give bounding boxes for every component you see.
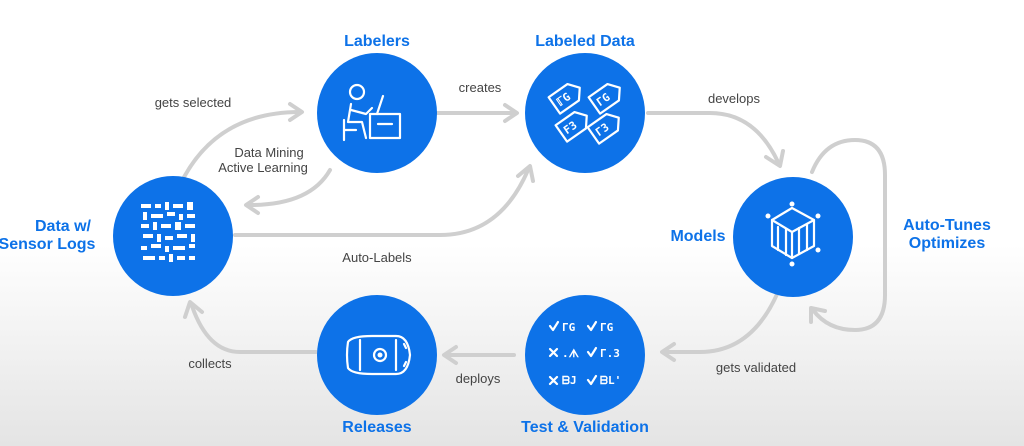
node-title-models: Models [670,228,725,245]
arrows [178,102,887,365]
arrowhead-develops [764,149,785,168]
arrowhead-deploys [442,345,458,365]
node-title-labelers: Labelers [344,33,410,50]
node-circle [525,53,645,173]
node-test-validation[interactable]: ΓG ΓG .ᗑ Γ.3 ᗷJ ᗷL' [525,295,645,415]
edge-label-deploys: deploys [456,371,501,386]
edge-label-auto-labels: Auto-Labels [342,250,412,265]
svg-text:ΓG: ΓG [600,321,614,334]
auto-tunes-label-line1: Auto-Tunes [903,217,991,234]
arrow-auto-labels [233,168,530,237]
edge-label-data-mining-line1: Data Mining [234,145,303,160]
node-labelers[interactable] [317,53,437,173]
arrow-collects [190,304,318,354]
svg-text:ᗷJ: ᗷJ [562,374,577,387]
svg-text:.ᗑ: .ᗑ [562,347,580,360]
arrowhead-collects [183,300,204,319]
edge-label-gets-selected: gets selected [155,95,232,110]
data-grid-icon [141,202,195,262]
auto-tunes-label-line2: Optimizes [909,235,986,252]
node-labeled-data[interactable]: ℾG ΓG F3 Γ3 [525,53,645,173]
cube-icon [765,201,821,267]
edge-label-data-mining-line2: Active Learning [218,160,308,175]
arrow-gets-selected [178,110,302,187]
person-at-desk-icon [342,83,402,142]
svg-text:ᗷL': ᗷL' [600,374,621,387]
edge-label-collects: collects [188,356,232,371]
arrowhead-creates [503,103,519,123]
node-circle [525,295,645,415]
arrow-develops [646,111,780,164]
arrowhead-gets-selected [288,102,304,122]
svg-text:ΓG: ΓG [562,321,576,334]
svg-text:Γ3: Γ3 [593,121,611,139]
edge-label-creates: creates [459,80,502,95]
arrow-auto-tunes-loop [810,137,887,333]
edge-label-gets-validated: gets validated [716,360,796,375]
arrowhead-auto-labels [516,164,535,183]
node-title-test-validation: Test & Validation [521,419,649,436]
node-circle [317,295,437,415]
node-title-labeled-data: Labeled Data [535,33,635,50]
node-title-data-line1: Data w/ [35,218,92,235]
arrow-gets-validated [663,290,780,354]
edge-label-develops: develops [708,91,761,106]
tags-icon: ℾG ΓG F3 Γ3 [547,82,621,145]
node-title-releases: Releases [342,419,411,436]
node-models[interactable] [733,177,853,297]
svg-text:F3: F3 [561,119,579,137]
arrowhead-data-mining [244,195,260,215]
arrowhead-auto-tunes [809,306,827,324]
node-data-sensor-logs[interactable] [113,176,233,296]
car-top-view-icon [345,334,412,376]
node-title-data-line2: Sensor Logs [0,236,96,253]
arrowhead-gets-validated [660,342,676,362]
arrow-data-mining [248,168,332,207]
checklist-icon: ΓG ΓG .ᗑ Γ.3 ᗷJ ᗷL' [548,320,621,387]
node-releases[interactable] [317,295,437,415]
svg-text:Γ.3: Γ.3 [600,347,620,360]
